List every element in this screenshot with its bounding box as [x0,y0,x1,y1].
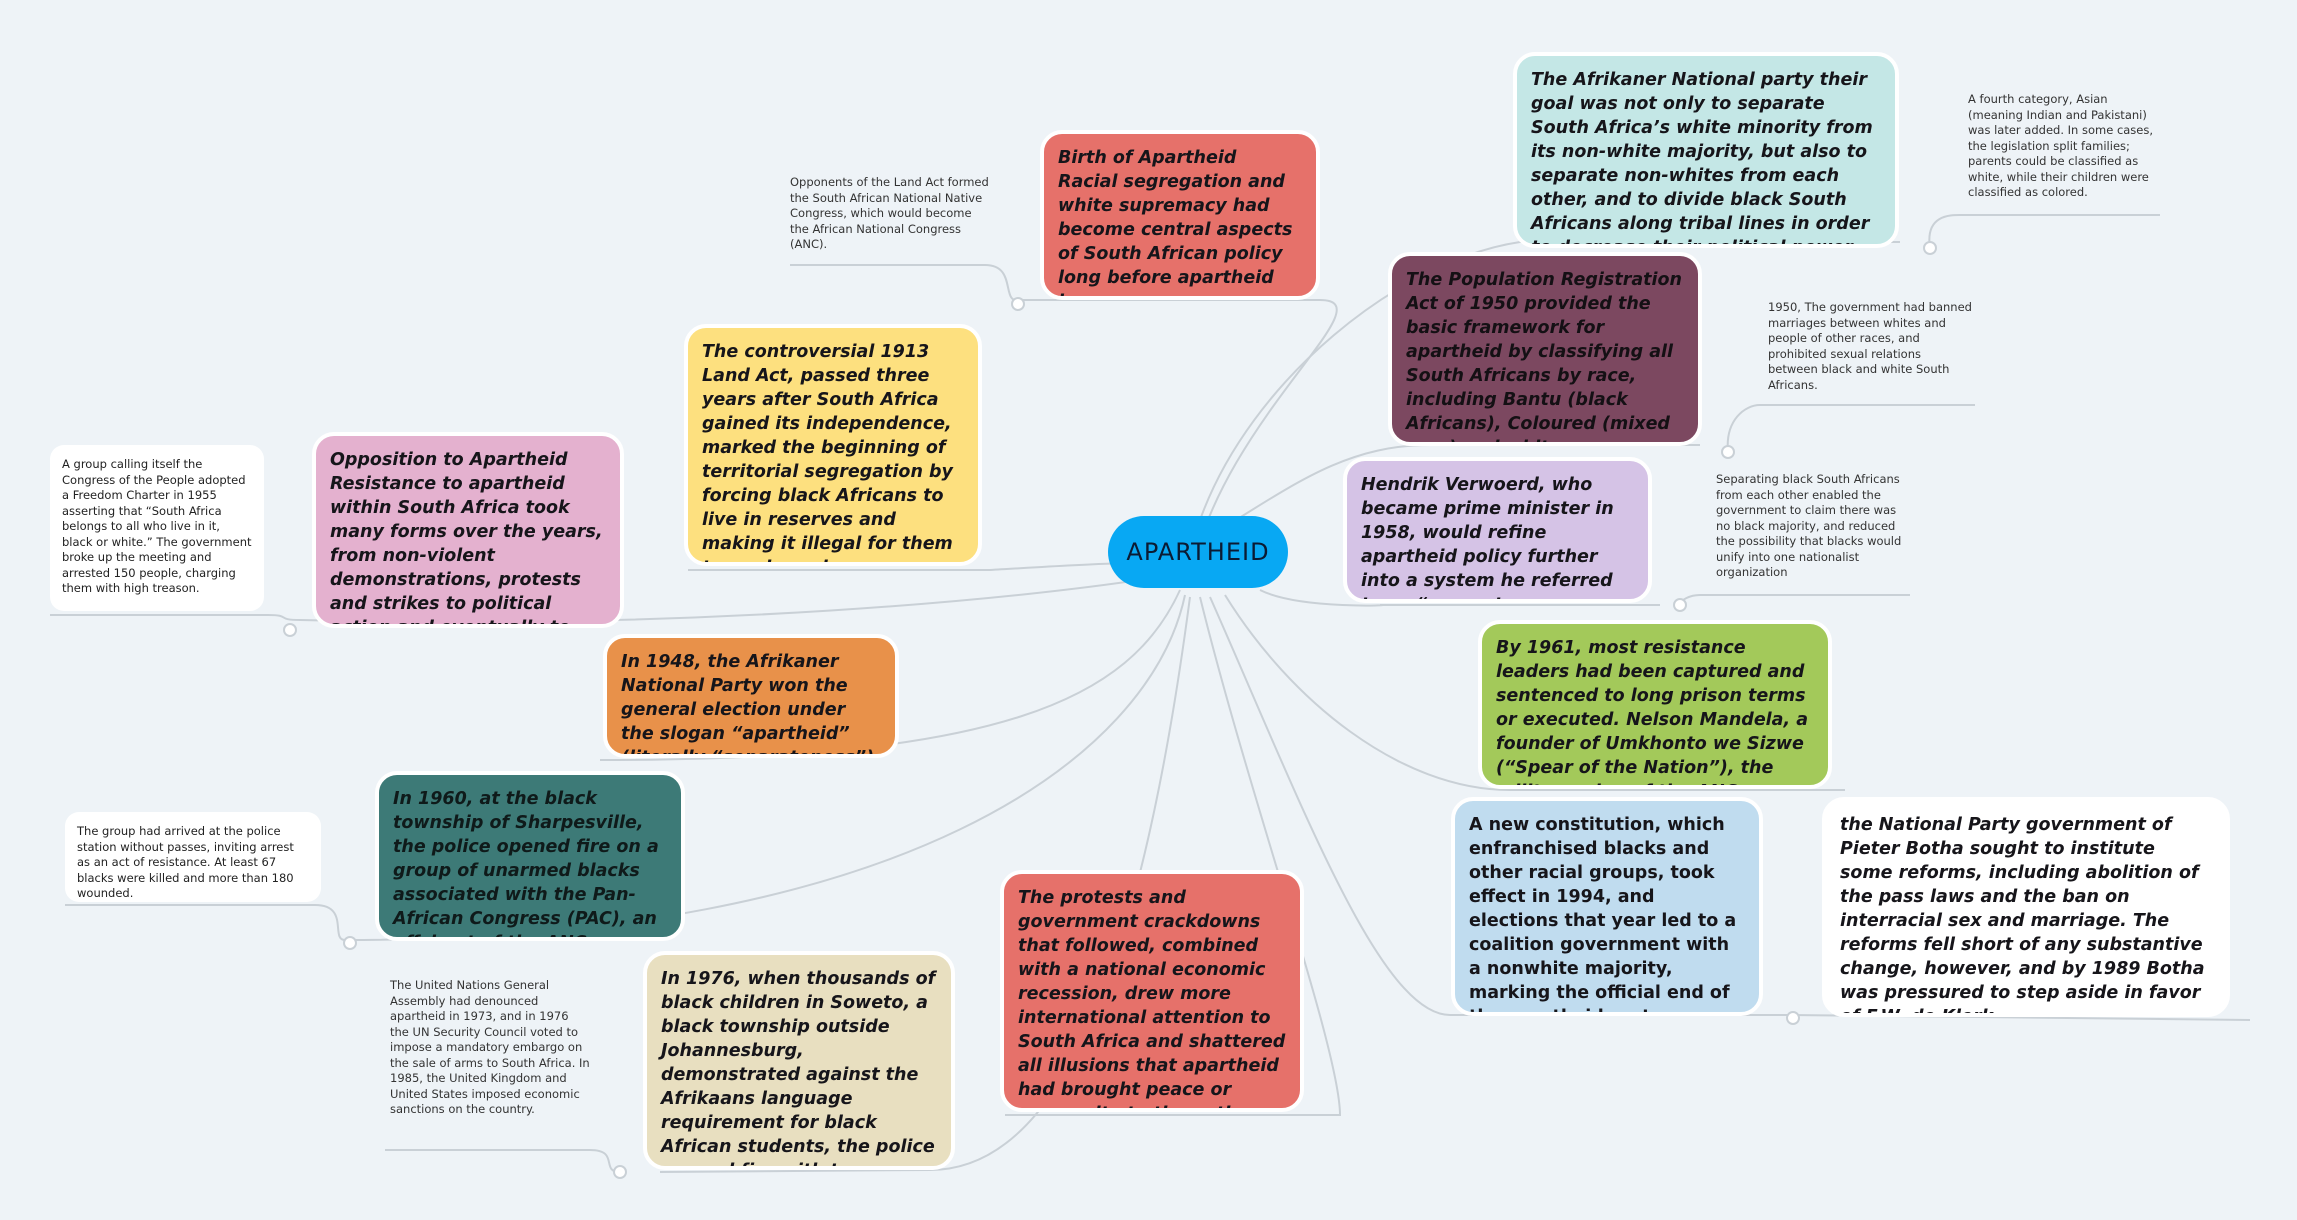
link-dot-passes [343,936,357,950]
node-crackdowns[interactable]: The protests and government crackdowns t… [1000,870,1304,1112]
link-note-passes [65,904,346,941]
note-separating[interactable]: Separating black South Africans from eac… [1716,472,1902,579]
link-constitution [1209,596,2251,1021]
node-botha-reforms[interactable]: the National Party government of Pieter … [1822,797,2230,1017]
link-dot-anc [1011,297,1025,311]
link-note-asian [1928,214,2160,249]
link-note-marriages [1726,404,1975,453]
link-1961 [1224,594,1845,791]
note-anc-formation[interactable]: Opponents of the Land Act formed the Sou… [790,175,989,251]
central-topic[interactable]: APARTHEID [1108,516,1288,588]
link-note-un [385,1149,621,1173]
node-1913-land-act[interactable]: The controversial 1913 Land Act, passed … [684,324,982,566]
link-note-freedom [50,614,301,621]
link-dot-asian [1923,241,1937,255]
node-1948-election[interactable]: In 1948, the Afrikaner National Party wo… [603,634,899,758]
link-dot-botha [1786,1011,1800,1025]
link-afrikaner [1199,241,1900,521]
node-new-constitution[interactable]: A new constitution, which enfranchised b… [1451,797,1763,1016]
node-soweto[interactable]: In 1976, when thousands of black childre… [643,951,955,1170]
link-note-separating [1679,594,1910,606]
link-note-anc [790,264,1021,302]
node-opposition[interactable]: Opposition to Apartheid Resistance to ap… [312,432,624,628]
link-dot-freedom [283,623,297,637]
note-marriage-ban[interactable]: 1950, The government had banned marriage… [1768,300,1972,392]
node-verwoerd[interactable]: Hendrik Verwoerd, who became prime minis… [1343,457,1652,603]
node-afrikaner-goal[interactable]: The Afrikaner National party their goal … [1513,52,1899,248]
link-verwoerd [1259,589,1660,607]
node-birth-of-apartheid[interactable]: Birth of Apartheid Racial segregation an… [1040,130,1320,300]
node-sharpesville[interactable]: In 1960, at the black township of Sharpe… [375,771,685,941]
node-population-act[interactable]: The Population Registration Act of 1950 … [1388,252,1702,446]
link-dot-un [613,1165,627,1179]
note-freedom-charter[interactable]: A group calling itself the Congress of t… [50,445,264,611]
note-un-sanctions[interactable]: The United Nations General Assembly had … [390,978,590,1116]
note-passes[interactable]: The group had arrived at the police stat… [65,812,321,902]
node-1961-leaders[interactable]: By 1961, most resistance leaders had bee… [1478,620,1832,789]
link-dot-marriages [1721,445,1735,459]
link-dot-separating [1673,598,1687,612]
link-birth [1020,299,1338,581]
note-asian-category[interactable]: A fourth category, Asian (meaning Indian… [1968,92,2154,199]
